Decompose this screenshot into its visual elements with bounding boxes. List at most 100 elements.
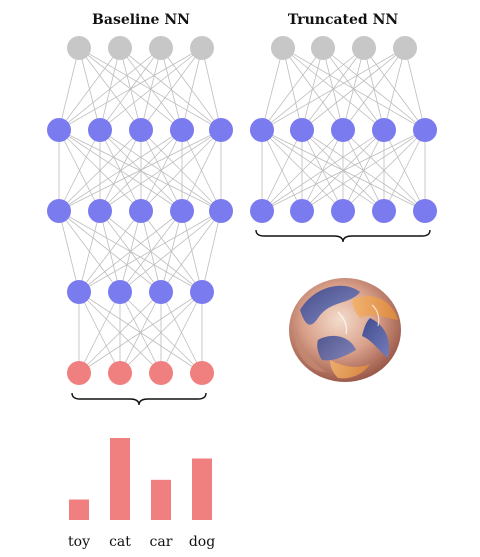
baseline-edge bbox=[58, 47, 162, 131]
baseline-edge bbox=[78, 210, 222, 293]
baseline-edge bbox=[99, 47, 203, 131]
truncated-hidden-node bbox=[372, 118, 396, 142]
truncated-edge bbox=[383, 47, 406, 131]
baseline-hidden-node bbox=[209, 199, 233, 223]
baseline-output-node bbox=[190, 361, 214, 385]
baseline-edge bbox=[160, 210, 183, 293]
baseline-hidden-node bbox=[170, 199, 194, 223]
truncated-nn-title: Truncated NN bbox=[288, 12, 399, 28]
baseline-nn-title: Baseline NN bbox=[92, 12, 190, 28]
baseline-edge bbox=[160, 210, 222, 293]
baseline-hidden-node bbox=[67, 280, 91, 304]
truncated-hidden-node bbox=[331, 118, 355, 142]
baseline-edge bbox=[160, 47, 222, 131]
baseline-edge bbox=[181, 47, 203, 131]
baseline-edge bbox=[78, 47, 222, 131]
truncated-hidden-node bbox=[250, 199, 274, 223]
bar-label-toy: toy bbox=[68, 534, 90, 550]
baseline-edge bbox=[58, 47, 203, 131]
baseline-edge bbox=[58, 129, 183, 212]
truncated-hidden-node bbox=[290, 118, 314, 142]
baseline-edge bbox=[58, 210, 80, 293]
bar-toy bbox=[69, 499, 89, 520]
baseline-edge bbox=[58, 129, 222, 212]
baseline-edge bbox=[78, 210, 142, 293]
baseline-hidden-node bbox=[170, 118, 194, 142]
baseline-input-node bbox=[190, 36, 214, 60]
truncated-edge bbox=[261, 47, 324, 131]
baseline-edge bbox=[58, 129, 101, 212]
baseline-hidden-node bbox=[129, 118, 153, 142]
truncated-edge bbox=[301, 129, 426, 212]
baseline-hidden-node bbox=[47, 199, 71, 223]
baseline-edge bbox=[119, 291, 203, 374]
baseline-edge bbox=[99, 129, 183, 212]
baseline-edge bbox=[99, 129, 222, 212]
bar-label-cat: cat bbox=[109, 534, 131, 550]
bar-dog bbox=[192, 458, 212, 520]
network-nodes bbox=[47, 36, 437, 385]
truncated-edge bbox=[261, 47, 284, 131]
truncated-input-node bbox=[352, 36, 376, 60]
baseline-edge bbox=[78, 291, 203, 374]
truncated-input-node bbox=[393, 36, 417, 60]
baseline-edge bbox=[119, 210, 183, 293]
baseline-output-node bbox=[149, 361, 173, 385]
truncated-hidden-node bbox=[372, 199, 396, 223]
baseline-output-node bbox=[67, 361, 91, 385]
truncated-output-brace bbox=[255, 229, 431, 243]
truncated-edge bbox=[261, 129, 426, 212]
bar-cat bbox=[110, 438, 130, 520]
truncated-edge bbox=[261, 129, 385, 212]
truncated-hidden-node bbox=[413, 199, 437, 223]
baseline-hidden-node bbox=[190, 280, 214, 304]
baseline-edge bbox=[140, 129, 183, 212]
baseline-edge bbox=[78, 210, 183, 293]
truncated-hidden-node bbox=[250, 118, 274, 142]
baseline-hidden-node bbox=[88, 118, 112, 142]
truncated-edge bbox=[404, 47, 426, 131]
truncated-edge bbox=[342, 129, 426, 212]
baseline-edge bbox=[58, 47, 80, 131]
truncated-edge bbox=[383, 129, 426, 212]
truncated-input-node bbox=[311, 36, 335, 60]
truncated-edge bbox=[301, 47, 406, 131]
baseline-input-node bbox=[149, 36, 173, 60]
baseline-edge bbox=[140, 47, 203, 131]
truncated-hidden-node bbox=[331, 199, 355, 223]
network-edges bbox=[58, 47, 426, 374]
manifold-surface-image bbox=[289, 278, 401, 382]
baseline-input-node bbox=[67, 36, 91, 60]
baseline-edge bbox=[58, 129, 142, 212]
baseline-edge bbox=[78, 291, 121, 374]
baseline-edge bbox=[181, 210, 203, 293]
baseline-edge bbox=[78, 291, 162, 374]
baseline-hidden-node bbox=[88, 199, 112, 223]
baseline-edge bbox=[201, 210, 222, 293]
truncated-hidden-node bbox=[290, 199, 314, 223]
baseline-hidden-node bbox=[209, 118, 233, 142]
truncated-edge bbox=[261, 129, 303, 212]
baseline-edge bbox=[140, 129, 222, 212]
baseline-hidden-node bbox=[129, 199, 153, 223]
baseline-hidden-node bbox=[108, 280, 132, 304]
baseline-edge bbox=[58, 47, 121, 131]
truncated-edge bbox=[261, 47, 365, 131]
bar-label-car: car bbox=[150, 534, 173, 550]
truncated-edge bbox=[342, 47, 406, 131]
baseline-input-node bbox=[108, 36, 132, 60]
baseline-edge bbox=[181, 129, 222, 212]
baseline-output-brace bbox=[71, 392, 207, 406]
baseline-edge bbox=[78, 210, 101, 293]
baseline-edge bbox=[201, 47, 222, 131]
truncated-edge bbox=[261, 47, 406, 131]
baseline-output-node bbox=[108, 361, 132, 385]
bar-car bbox=[151, 479, 171, 520]
baseline-edge bbox=[119, 47, 222, 131]
bar-label-dog: dog bbox=[189, 534, 215, 550]
baseline-edge bbox=[160, 291, 203, 374]
baseline-hidden-node bbox=[149, 280, 173, 304]
baseline-edge bbox=[119, 210, 222, 293]
